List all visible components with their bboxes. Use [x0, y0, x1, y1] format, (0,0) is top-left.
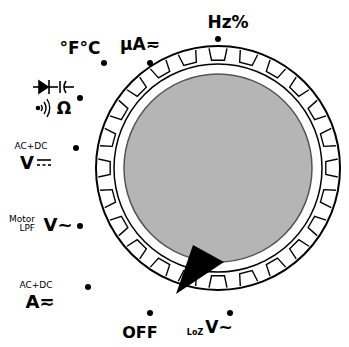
range-label: V [20, 154, 34, 172]
dial-notch [308, 100, 326, 119]
dial-notch [110, 216, 128, 235]
dial-notch [98, 159, 110, 177]
range-label: μA≂ [120, 36, 160, 53]
dial-notch [326, 159, 338, 177]
mode-note: AC+DC [19, 281, 52, 290]
range-label: A≂ [25, 293, 54, 311]
dial-notch [100, 128, 115, 146]
dial-notch [290, 77, 309, 96]
position-dots [73, 36, 233, 316]
mode-note: AC+DC [14, 142, 47, 151]
dial-notch [100, 190, 115, 208]
dial-inner-ring [114, 64, 322, 272]
dial-notch [127, 77, 146, 96]
dial-notch [178, 50, 196, 65]
dial-notch [150, 60, 169, 78]
dial-notch [240, 270, 258, 285]
dial-notch [308, 216, 326, 235]
dial-ring [96, 46, 340, 290]
dial-notch [320, 128, 335, 146]
dial-notches [98, 48, 337, 287]
dial-knob [124, 74, 312, 262]
dial-notch [209, 48, 227, 60]
range-label: V~ [43, 216, 72, 234]
range-label: OFF [122, 325, 157, 341]
dial-notch [266, 258, 285, 276]
dial-notch [240, 50, 258, 65]
continuity-symbol [36, 99, 49, 117]
dc-symbol [37, 160, 51, 165]
dial-notch [127, 240, 146, 259]
dial-pointer [176, 245, 224, 294]
dial-notch [150, 258, 169, 276]
dial-notch [266, 60, 285, 78]
diode-capacitor-symbol [33, 80, 74, 94]
range-label: °F°C [59, 40, 100, 57]
range-label: Hz% [207, 14, 248, 31]
dial-notch [110, 100, 128, 119]
mode-note: Motor LPF [5, 215, 35, 233]
mode-note: LoZ [187, 329, 203, 337]
range-label: Ω [57, 100, 71, 117]
dial-notch [320, 190, 335, 208]
range-label: V~ [205, 319, 232, 336]
dial-notch [209, 276, 227, 288]
dial-notch [290, 240, 309, 259]
